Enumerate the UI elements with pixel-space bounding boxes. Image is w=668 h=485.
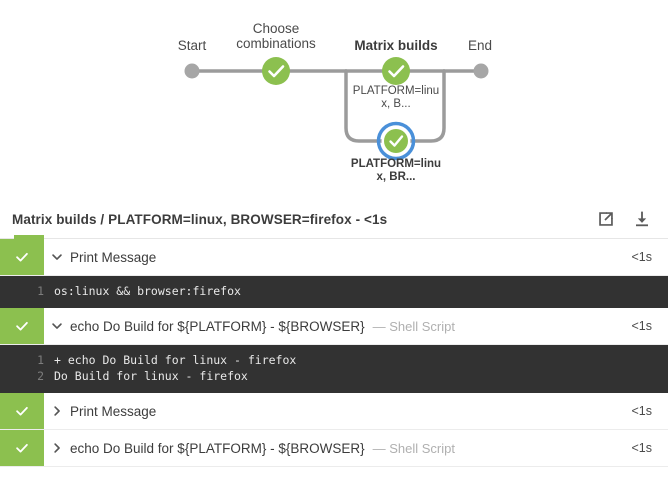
log-line: 1 os:linux && browser:firefox (0, 283, 668, 299)
step-duration: <1s (631, 250, 652, 264)
step-log-output[interactable]: 1 os:linux && browser:firefox (0, 276, 668, 308)
log-header-actions (596, 209, 652, 229)
log-line-text: + echo Do Build for linux - firefox (54, 353, 297, 367)
step-title-text: Print Message (70, 403, 157, 419)
log-line: 2 Do Build for linux - firefox (0, 368, 668, 384)
log-line-number: 2 (37, 369, 44, 383)
step-title: Print Message (70, 239, 631, 275)
log-line-text: Do Build for linux - firefox (54, 369, 248, 383)
log-line-text: os:linux && browser:firefox (54, 284, 241, 298)
step-duration: <1s (631, 441, 652, 455)
steps-list: Print Message <1s 1 os:linux && browser:… (0, 235, 668, 467)
step-status-success-icon (0, 393, 44, 429)
pipeline-node-matrix-branch-2 (376, 121, 416, 161)
pipeline-node-label-matrix-branch-2[interactable]: PLATFORM=linu x, BR... (350, 158, 442, 183)
pipeline-graph-edges (184, 57, 489, 161)
pipeline-graph: Start Choose combinations Matrix builds … (0, 0, 668, 200)
stage-label-choose-combinations: Choose combinations (236, 21, 316, 51)
chevron-right-icon[interactable] (44, 393, 70, 429)
pipeline-node-end (473, 63, 489, 79)
chevron-down-icon[interactable] (44, 308, 70, 344)
step-duration: <1s (631, 404, 652, 418)
external-link-icon[interactable] (596, 209, 616, 229)
log-line-number: 1 (37, 353, 44, 367)
log-line-number: 1 (37, 284, 44, 298)
step-row[interactable]: echo Do Build for ${PLATFORM} - ${BROWSE… (0, 430, 668, 467)
step-status-success-icon (0, 239, 44, 275)
step-type-text: — Shell Script (372, 318, 455, 334)
step-title-text: Print Message (70, 249, 157, 265)
log-section: Matrix builds / PLATFORM=linux, BROWSER=… (0, 200, 668, 467)
pipeline-node-matrix-builds (382, 57, 410, 85)
log-header: Matrix builds / PLATFORM=linux, BROWSER=… (0, 200, 668, 238)
pipeline-node-choose-combinations (262, 57, 290, 85)
stage-label-end: End (467, 38, 493, 53)
stage-label-start: Start (177, 38, 207, 53)
status-accent-bar (14, 235, 44, 240)
step-row[interactable]: echo Do Build for ${PLATFORM} - ${BROWSE… (0, 308, 668, 345)
chevron-down-icon[interactable] (44, 239, 70, 275)
log-header-title: Matrix builds / PLATFORM=linux, BROWSER=… (12, 211, 388, 227)
step-row[interactable]: Print Message <1s (0, 393, 668, 430)
step-title: Print Message (70, 393, 631, 429)
pipeline-node-label-matrix-branch-1[interactable]: PLATFORM=linu x, B... (352, 85, 440, 110)
pipeline-node-start (184, 63, 200, 79)
step-title: echo Do Build for ${PLATFORM} - ${BROWSE… (70, 430, 631, 466)
download-icon[interactable] (632, 209, 652, 229)
step-title-text: echo Do Build for ${PLATFORM} - ${BROWSE… (70, 440, 365, 456)
log-line: 1 + echo Do Build for linux - firefox (0, 352, 668, 368)
chevron-right-icon[interactable] (44, 430, 70, 466)
stage-label-matrix-builds: Matrix builds (354, 38, 438, 53)
step-row[interactable]: Print Message <1s (0, 239, 668, 276)
step-status-success-icon (0, 430, 44, 466)
step-log-output[interactable]: 1 + echo Do Build for linux - firefox 2 … (0, 345, 668, 393)
step-status-success-icon (0, 308, 44, 344)
step-duration: <1s (631, 319, 652, 333)
step-title: echo Do Build for ${PLATFORM} - ${BROWSE… (70, 308, 631, 344)
step-type-text: — Shell Script (372, 440, 455, 456)
step-title-text: echo Do Build for ${PLATFORM} - ${BROWSE… (70, 318, 365, 334)
